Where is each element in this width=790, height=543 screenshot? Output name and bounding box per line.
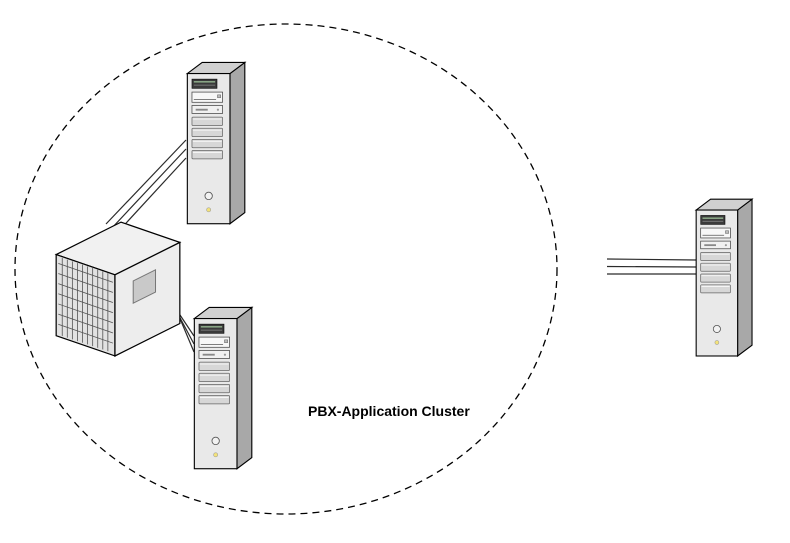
cluster-boundary-ellipse bbox=[14, 23, 558, 515]
tower-server-icon-top bbox=[186, 61, 246, 225]
cluster-label: PBX-Application Cluster bbox=[308, 403, 470, 419]
tower-server-icon-external bbox=[695, 198, 753, 357]
connection-switch-to-top-server bbox=[105, 139, 187, 235]
network-switch-icon bbox=[56, 222, 180, 359]
tower-server-icon-bottom bbox=[193, 306, 253, 470]
connection-to-external-server bbox=[606, 258, 697, 275]
